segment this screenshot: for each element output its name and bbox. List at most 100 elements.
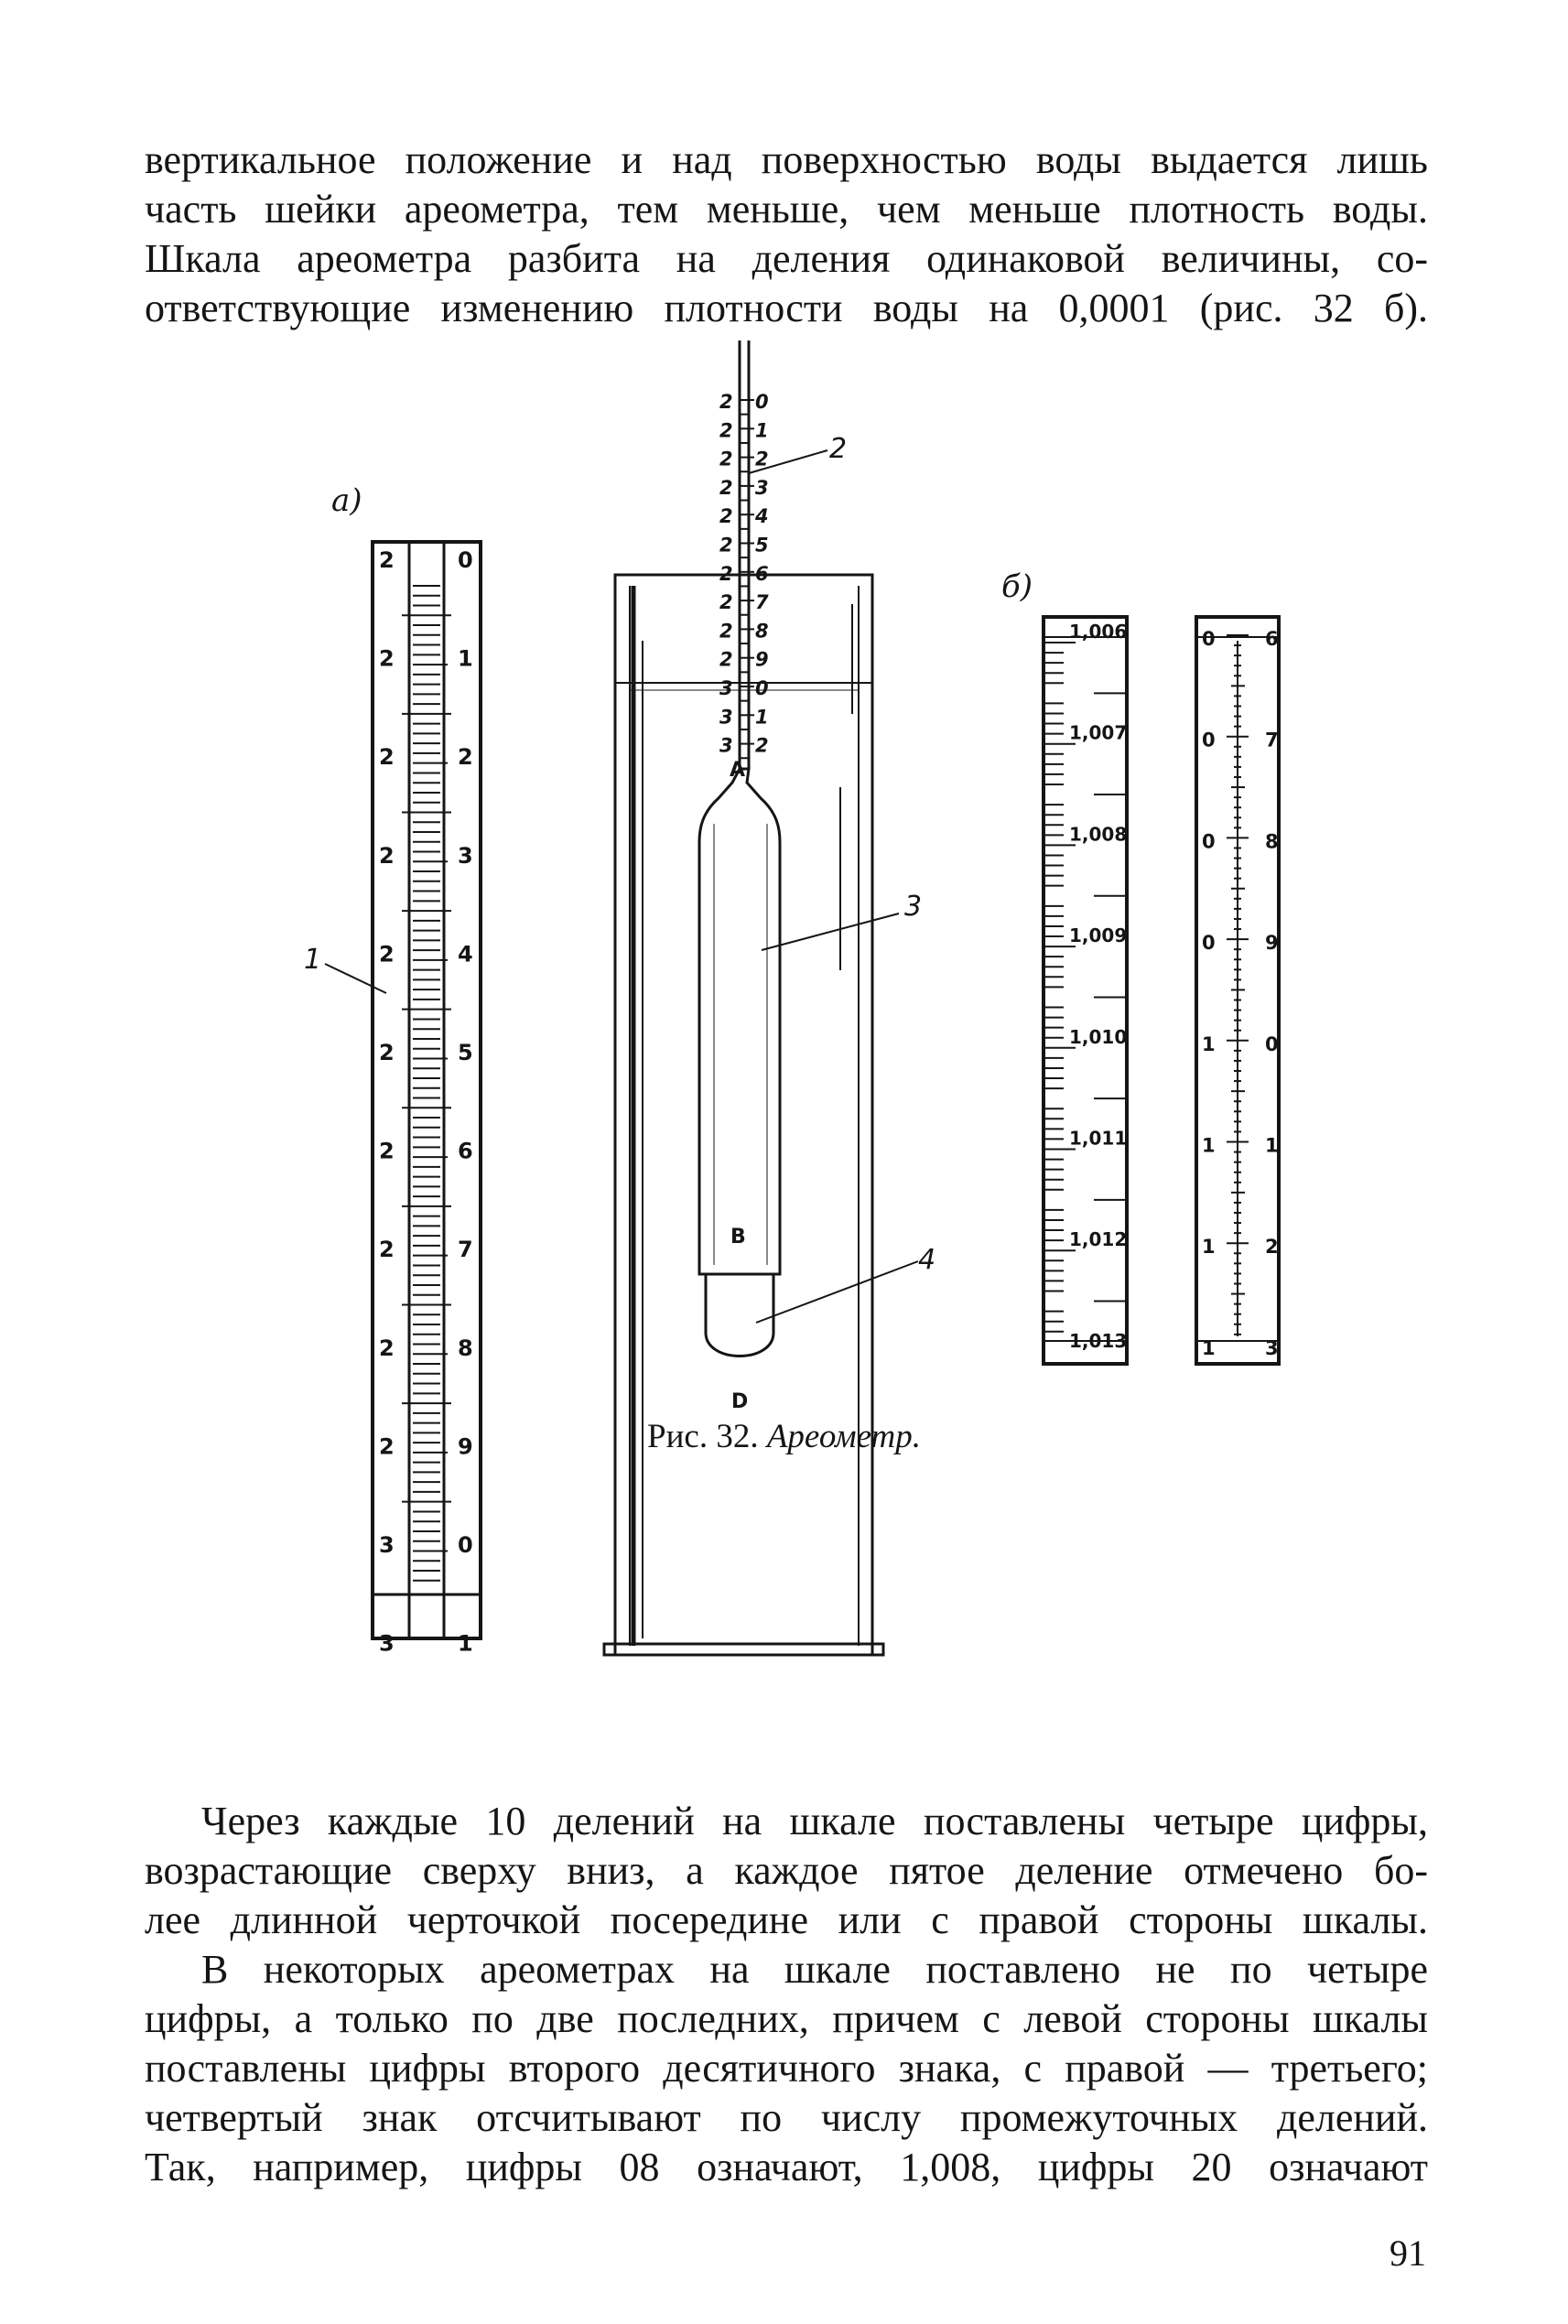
scale-b2-left-digit: 0	[1202, 932, 1216, 954]
scale-b2-right-digit: 3	[1265, 1337, 1279, 1359]
callout-2-leader	[748, 449, 828, 474]
scale-b2-left-digit: 1	[1202, 1236, 1216, 1258]
callout-4-leader	[755, 1260, 919, 1324]
scale-b1-label: 1,012	[1069, 1228, 1127, 1250]
text-line: возрастающие сверху вниз, а каждое пятое…	[145, 1848, 1428, 1893]
scale-a-right-digit: 8	[458, 1335, 473, 1361]
callout-1-leader	[324, 963, 387, 994]
scale-a-right-digit: 1	[458, 646, 473, 672]
scale-b2-left-digit: 1	[1202, 1033, 1216, 1055]
scale-a-left-digit: 2	[379, 941, 395, 967]
text-line: поставлены цифры второго десятичного зна…	[145, 2046, 1428, 2091]
scale-a-right-digit: 3	[458, 843, 473, 869]
text-line: четвертый знак отсчитывают по числу пром…	[145, 2095, 1428, 2140]
scale-b2-right-digit: 7	[1265, 730, 1279, 751]
figure-caption: Рис. 32. Ареометр.	[0, 1417, 1568, 1456]
stem-left-digit: 2	[719, 505, 733, 527]
callout-3-label: 3	[904, 891, 922, 923]
panel-label-b: б)	[1001, 568, 1033, 605]
stem-left-digit: 2	[719, 477, 733, 499]
scale-a-left-digit: 2	[379, 843, 395, 869]
scale-b2-left-digit: 0	[1202, 628, 1216, 650]
scale-a-right-digit: 5	[458, 1040, 473, 1065]
scale-b2-right-digit: 1	[1265, 1135, 1279, 1157]
scale-a-right-digit: 2	[458, 744, 473, 770]
stem-right-digit: 8	[755, 620, 769, 642]
callout-3-leader	[761, 913, 900, 951]
glass-cylinder	[613, 573, 874, 1657]
stem-right-digit: 7	[755, 591, 769, 613]
scale-a-right-digit: 0	[458, 1532, 473, 1558]
stem-left-digit: 2	[719, 419, 733, 441]
text-line: Через каждые 10 делений на шкале поставл…	[201, 1799, 1428, 1843]
scale-b1-label: 1,008	[1069, 823, 1127, 845]
scale-b2-left-digit: 0	[1202, 730, 1216, 751]
point-label-a: A	[730, 759, 745, 782]
point-label-d: D	[731, 1390, 748, 1413]
caption-prefix: Рис. 32.	[647, 1418, 759, 1455]
stem-right-digit: 1	[755, 419, 769, 441]
callout-1-label: 1	[304, 944, 321, 976]
scale-b1-label: 1,006	[1069, 621, 1127, 643]
scale-a-left-digit: 2	[379, 1433, 395, 1459]
stem-right-digit: 2	[755, 449, 769, 470]
stem-right-digit: 0	[755, 677, 769, 699]
scale-a-right-digit: 9	[458, 1433, 473, 1459]
scale-a-left-digit: 2	[379, 547, 395, 573]
scale-a-right-digit: 1	[458, 1631, 473, 1657]
callout-4-label: 4	[918, 1244, 935, 1276]
stem-left-digit: 3	[719, 677, 733, 699]
scale-a-right-digit: 4	[458, 941, 473, 967]
scale-a-left-digit: 3	[379, 1631, 395, 1657]
scale-a-frame	[371, 540, 482, 1640]
callout-2-label: 2	[829, 433, 847, 465]
stem-right-digit: 9	[755, 649, 769, 671]
stem-right-digit: 1	[755, 706, 769, 728]
scale-a-right-digit: 0	[458, 547, 473, 573]
stem-right-digit: 0	[755, 391, 769, 413]
text-line: В некоторых ареометрах на шкале поставле…	[201, 1947, 1428, 1992]
scale-b1-label: 1,009	[1069, 924, 1127, 946]
scale-b2-right-digit: 2	[1265, 1236, 1279, 1258]
stem-left-digit: 2	[719, 391, 733, 413]
text-line: вертикальное положение и над поверхность…	[145, 137, 1428, 182]
stem-right-digit: 5	[755, 535, 769, 557]
hydrometer-ballast	[704, 1274, 775, 1357]
stem-left-digit: 2	[719, 620, 733, 642]
scale-b2-right-digit: 6	[1265, 628, 1279, 650]
stem-left-digit: 2	[719, 563, 733, 585]
scale-a-right-digit: 6	[458, 1139, 473, 1164]
scale-b2-right-digit: 0	[1265, 1033, 1279, 1055]
point-label-b: B	[730, 1226, 746, 1248]
text-line: часть шейки ареометра, тем меньше, чем м…	[145, 187, 1428, 232]
scale-a-left-digit: 2	[379, 1040, 395, 1065]
stem-left-digit: 2	[719, 535, 733, 557]
hydrometer-body	[697, 767, 782, 1276]
stem-left-digit: 3	[719, 706, 733, 728]
stem-right-digit: 2	[755, 735, 769, 757]
scale-a-left-digit: 2	[379, 646, 395, 672]
text-line: ответствующие изменению плотности воды н…	[145, 286, 1428, 330]
scale-b2-left-digit: 0	[1202, 830, 1216, 852]
scale-a-left-digit: 3	[379, 1532, 395, 1558]
stem-left-digit: 2	[719, 591, 733, 613]
scale-b1-label: 1,007	[1069, 722, 1127, 744]
text-line: цифры, а только по две последних, причем…	[145, 1996, 1428, 2041]
paragraph-1: вертикальное положение и над поверхность…	[145, 135, 1428, 333]
stem-left-digit: 2	[719, 649, 733, 671]
scale-b2-left-digit: 1	[1202, 1337, 1216, 1359]
caption-title: Ареометр.	[766, 1418, 921, 1455]
stem-right-digit: 4	[754, 505, 769, 527]
scale-a-left-digit: 2	[379, 1237, 395, 1262]
scale-a-left-digit: 2	[379, 1139, 395, 1164]
stem-left-digit: 2	[719, 449, 733, 470]
scale-a-right-digit: 7	[458, 1237, 473, 1262]
scale-b2-right-digit: 9	[1265, 932, 1279, 954]
text-line: лее длинной черточкой посередине или с п…	[145, 1897, 1428, 1942]
scale-b2-right-digit: 8	[1265, 830, 1279, 852]
scale-a-left-digit: 2	[379, 1335, 395, 1361]
scale-b2-frame	[1195, 615, 1281, 1366]
page-number: 91	[1390, 2232, 1426, 2274]
text-line: Так, например, цифры 08 означают, 1,008,…	[145, 2145, 1428, 2189]
stem-left-digit: 3	[719, 735, 733, 757]
